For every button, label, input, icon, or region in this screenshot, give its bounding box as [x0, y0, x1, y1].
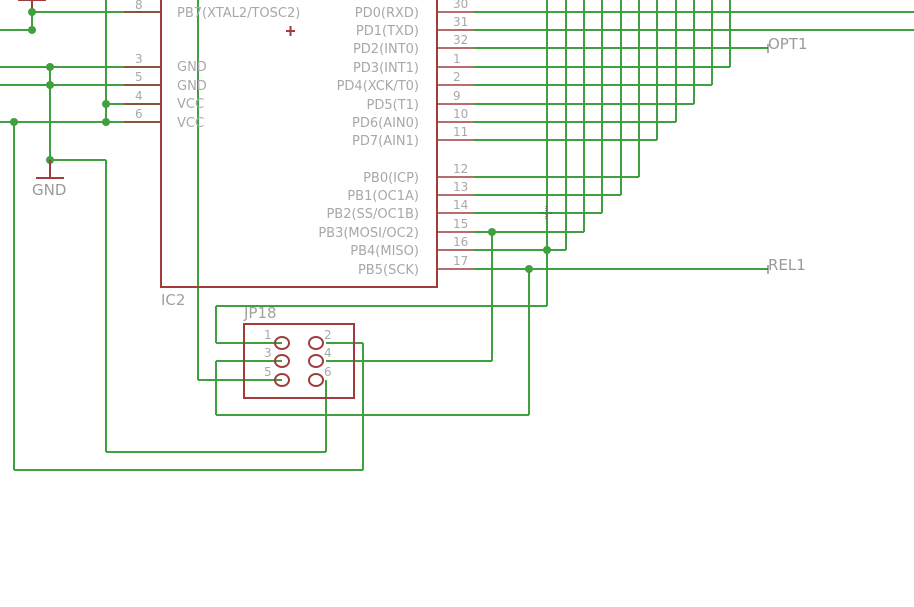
pin-number: 2	[453, 70, 461, 84]
pin-label: PD1(TXD)	[356, 24, 419, 39]
jp18-body	[243, 323, 355, 399]
ic2-symbol[interactable]: IC2 8 3 5 4 6 PB7(XTAL2/TOSC2) GND GND V…	[124, 0, 474, 309]
rel1-net-label[interactable]: REL1	[767, 256, 806, 274]
pin-number: 8	[135, 0, 143, 12]
opt1-label: OPT1	[768, 35, 808, 53]
pin-number: 9	[453, 89, 461, 103]
junction-dot	[543, 246, 551, 254]
header-pin-number: 1	[264, 328, 272, 342]
header-pin-number: 5	[264, 365, 272, 379]
header-pad[interactable]	[274, 336, 290, 350]
header-pin-number: 4	[324, 346, 332, 360]
header-pad[interactable]	[274, 373, 290, 387]
jp18-header[interactable]: JP18 1 2 3 4 5 6	[243, 304, 355, 399]
pin-label: PB2(SS/OC1B)	[326, 207, 419, 222]
net-wires	[0, 0, 914, 471]
rel1-label: REL1	[768, 256, 806, 274]
pin-number: 11	[453, 125, 468, 139]
supply-symbol-top	[18, 0, 46, 8]
pin-label: PB4(MISO)	[350, 244, 419, 259]
pin-number: 1	[453, 52, 461, 66]
pin-label: PD3(INT1)	[353, 61, 419, 76]
pin-label: VCC	[177, 116, 204, 131]
junction-dot	[46, 63, 54, 71]
pin-number: 32	[453, 33, 468, 47]
header-pin-number: 2	[324, 328, 332, 342]
pin-label: PD5(T1)	[367, 98, 419, 113]
pin-label: VCC	[177, 97, 204, 112]
cursor-crosshair	[539, 206, 553, 220]
junction-dot	[102, 100, 110, 108]
pin-label: PB5(SCK)	[358, 263, 419, 278]
ic2-refdes: IC2	[161, 291, 185, 309]
header-pad[interactable]	[274, 354, 290, 368]
pin-number: 5	[135, 70, 143, 84]
pin-label: GND	[177, 60, 207, 75]
pin-number: 10	[453, 107, 468, 121]
header-pin-number: 6	[324, 365, 332, 379]
pin-label: PD6(AIN0)	[352, 116, 419, 131]
pin-number: 4	[135, 89, 143, 103]
header-pad[interactable]	[308, 336, 324, 350]
pin-number: 30	[453, 0, 468, 11]
pin-label: PD0(RXD)	[355, 6, 419, 21]
pin-label: PB3(MOSI/OC2)	[318, 226, 419, 241]
gnd-symbol: GND	[32, 160, 66, 199]
pin-label: PB7(XTAL2/TOSC2)	[177, 6, 300, 21]
header-pad[interactable]	[308, 354, 324, 368]
junction-dot	[525, 265, 533, 273]
pin-number: 17	[453, 254, 468, 268]
junction-dot	[46, 81, 54, 89]
junction-dot	[28, 8, 36, 16]
pin-label: PB0(ICP)	[363, 171, 419, 186]
pin-number: 31	[453, 15, 468, 29]
pin-label: GND	[177, 79, 207, 94]
junction-dot	[102, 118, 110, 126]
pin-label: PD7(AIN1)	[352, 134, 419, 149]
junction-dot	[28, 26, 36, 34]
pin-number: 6	[135, 107, 143, 121]
gnd-label: GND	[32, 181, 66, 199]
pin-label: PB1(OC1A)	[347, 189, 419, 204]
junction-dot	[488, 228, 496, 236]
header-pad[interactable]	[308, 373, 324, 387]
header-pin-number: 3	[264, 346, 272, 360]
pin-number: 16	[453, 235, 468, 249]
jp18-refdes: JP18	[243, 304, 277, 322]
pin-label: PD2(INT0)	[353, 42, 419, 57]
junction-dot	[10, 118, 18, 126]
pin-number: 15	[453, 217, 468, 231]
pin-number: 13	[453, 180, 468, 194]
pin-number: 14	[453, 198, 468, 212]
pin-number: 3	[135, 52, 143, 66]
pin-label: PD4(XCK/T0)	[337, 79, 419, 94]
pin-number: 12	[453, 162, 468, 176]
opt1-net-label[interactable]: OPT1	[767, 35, 808, 53]
